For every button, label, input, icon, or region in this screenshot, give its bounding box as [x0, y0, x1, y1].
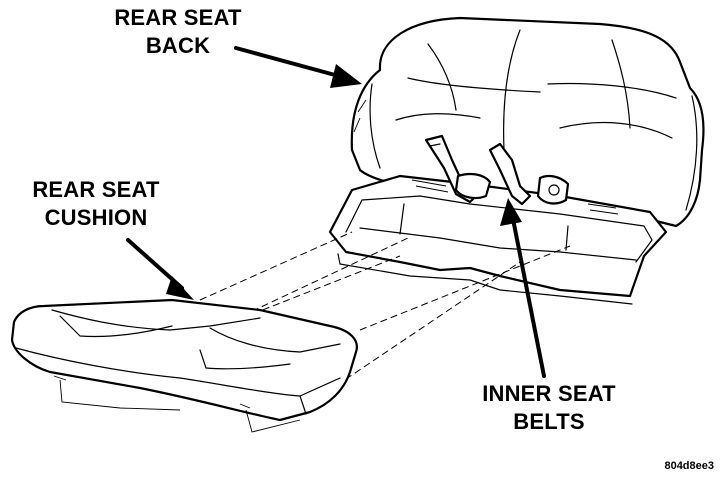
rear-seat-cushion-label-line2: CUSHION	[44, 205, 148, 230]
rear-seat-cushion	[10, 298, 358, 433]
inner-seat-belts-label: INNER SEAT BELTS	[474, 380, 624, 436]
inner-seat-belts	[424, 134, 570, 206]
seat-pan	[328, 174, 668, 305]
arrow-rear-seat-cushion	[126, 238, 194, 300]
rear-seat-cushion-label-line1: REAR SEAT	[32, 177, 160, 202]
rear-seat-back	[350, 16, 705, 228]
rear-seat-back-label: REAR SEAT BACK	[108, 4, 248, 60]
rear-seat-back-label-line1: REAR SEAT	[114, 5, 242, 30]
arrow-rear-seat-back	[234, 46, 362, 88]
inner-seat-belts-label-line2: BELTS	[513, 409, 585, 434]
rear-seat-cushion-label: REAR SEAT CUSHION	[16, 176, 176, 232]
rear-seat-back-label-line2: BACK	[145, 33, 211, 58]
arrow-inner-seat-belts	[500, 198, 546, 378]
figure-id: 804d8ee3	[664, 460, 714, 472]
inner-seat-belts-label-line1: INNER SEAT	[482, 381, 616, 406]
